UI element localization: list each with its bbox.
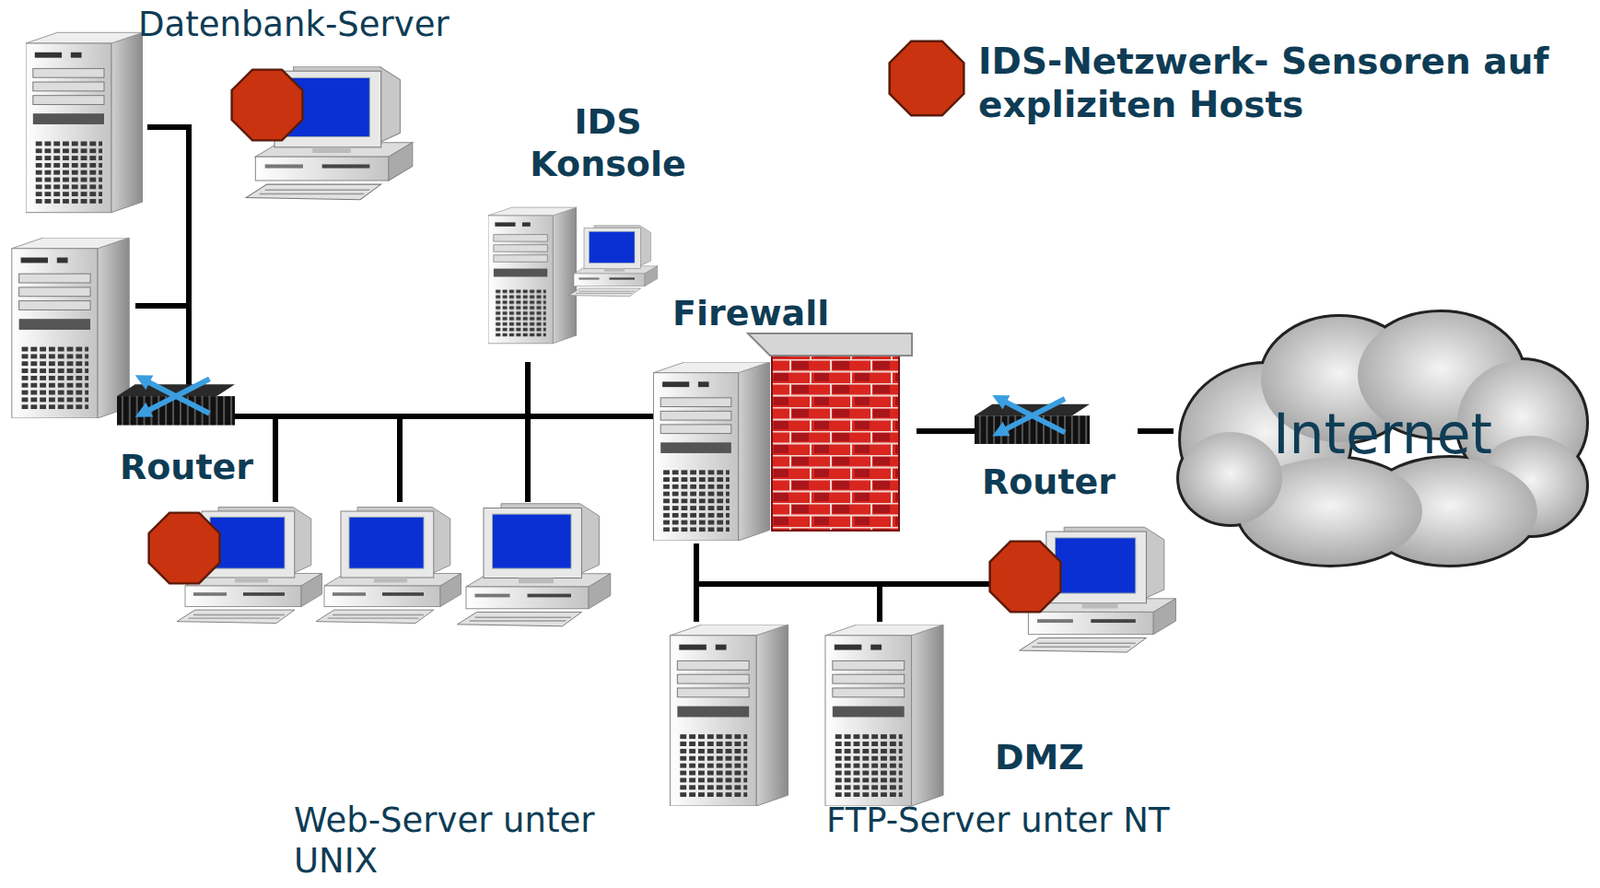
network-cable	[916, 428, 975, 434]
router-node: Router	[974, 391, 1138, 521]
workstation	[457, 503, 611, 627]
database-server	[25, 32, 143, 212]
node-label: FTP-Server unter NT	[826, 800, 1250, 841]
router-icon	[116, 378, 235, 425]
node-label: Firewall	[672, 292, 894, 336]
node-label: IDS Konsole	[506, 101, 710, 186]
ids-sensor	[232, 70, 304, 141]
database-server	[11, 237, 129, 419]
firewall-node: Firewall	[644, 292, 917, 544]
router-node: Router	[105, 373, 281, 512]
ids-sensor	[149, 513, 221, 584]
node-label: Internet	[1216, 400, 1549, 468]
server-label-node: Datenbank-Server	[18, 4, 529, 222]
legend-entry: IDS-Netzwerk- Sensoren auf expliziten Ho…	[886, 36, 1587, 139]
firewall-server	[653, 362, 770, 541]
node-label: Router	[981, 461, 1134, 504]
ids-sensor	[990, 541, 1062, 613]
ids-console-monitor	[569, 225, 658, 297]
server-label-node: Web-Server unter UNIX	[276, 621, 797, 888]
ftp-server	[825, 624, 944, 806]
node-label: Router	[119, 446, 277, 490]
legend-sensor-symbol	[887, 39, 966, 117]
internet-cloud: Internet	[1173, 301, 1592, 567]
node-label: Web-Server unter UNIX	[293, 800, 663, 883]
zone-label: DMZ	[994, 736, 1085, 778]
router-icon	[974, 398, 1090, 444]
network-cable	[1137, 428, 1174, 434]
network-cable	[280, 413, 645, 420]
legend-text: IDS-Netzwerk- Sensoren auf expliziten Ho…	[978, 40, 1568, 128]
workstation	[315, 507, 462, 624]
web-server	[669, 624, 788, 806]
node-label: Datenbank-Server	[138, 4, 526, 46]
network-cable	[696, 543, 880, 622]
ids-console-server	[488, 207, 577, 344]
brick-wall	[747, 333, 912, 531]
